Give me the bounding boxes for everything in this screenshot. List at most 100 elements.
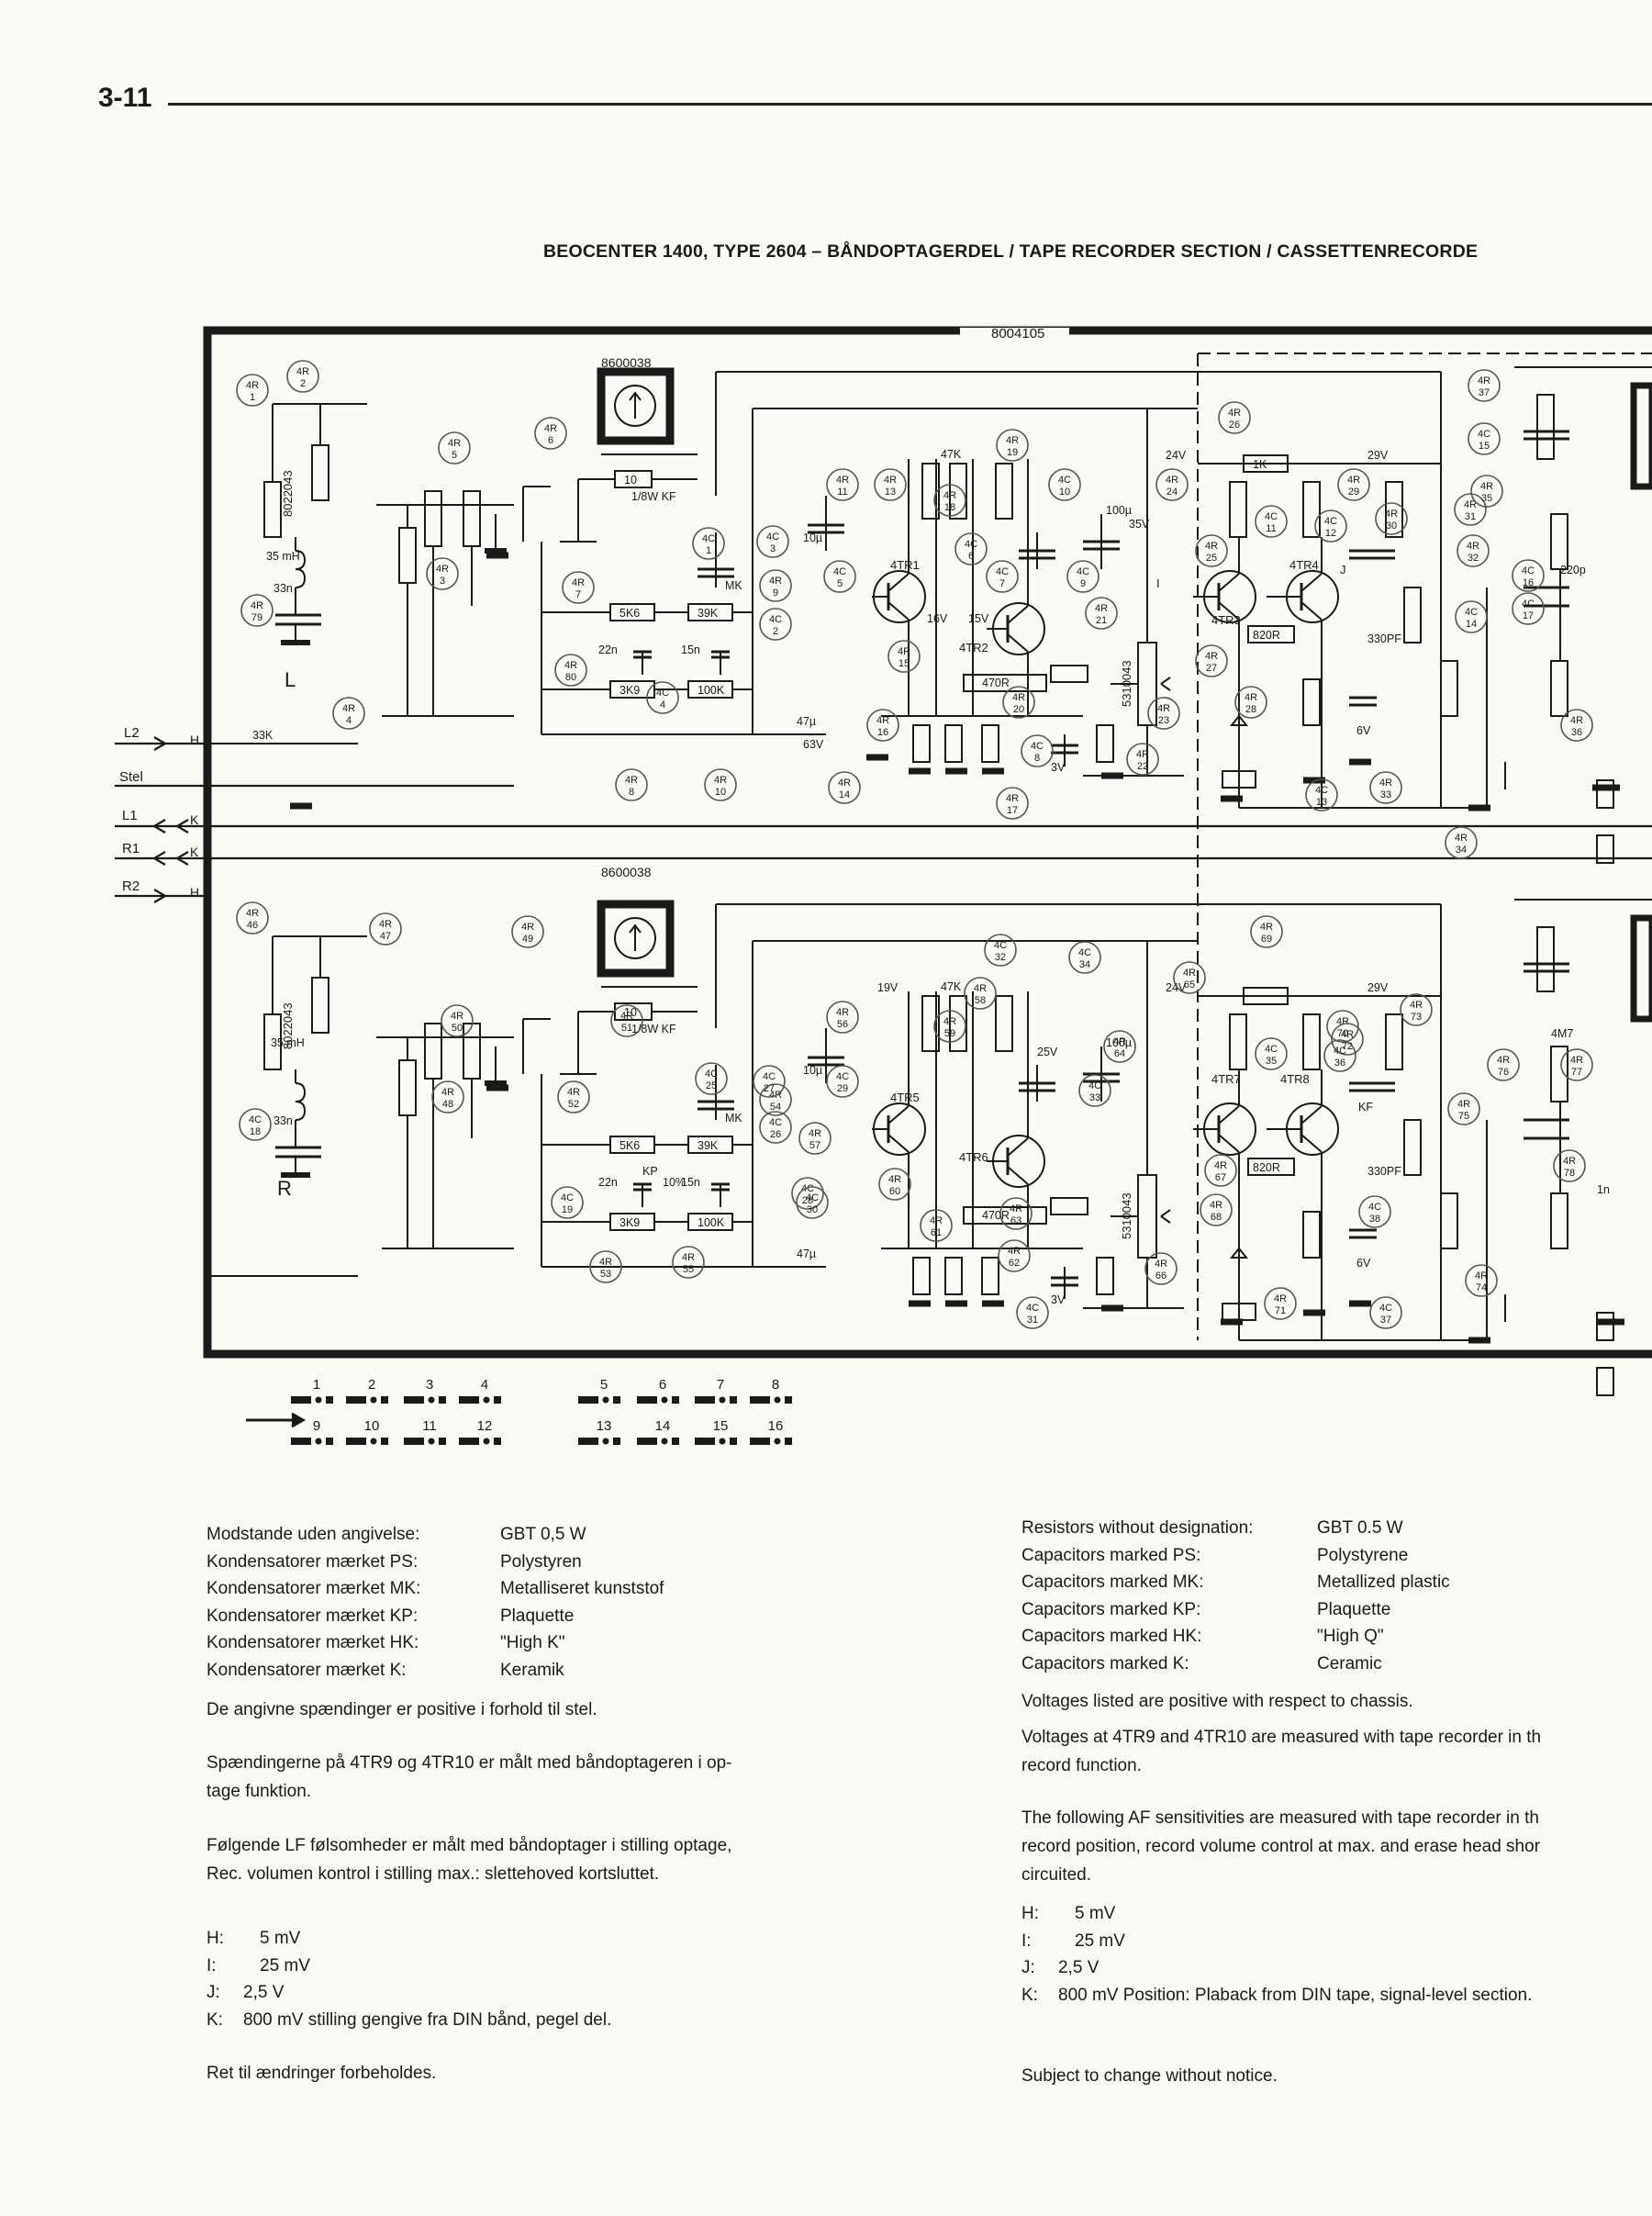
sensitivities-english: H:5 mV I:25 mV J:2,5 V K:800 mV Position… (1021, 1904, 1533, 2005)
svg-text:2: 2 (773, 626, 778, 637)
svg-text:4R: 4R (1478, 375, 1490, 386)
svg-text:53: 53 (600, 1269, 611, 1280)
voltage-label: 35V (1129, 518, 1150, 531)
connector-pin-8: 8 (750, 1377, 792, 1404)
svg-text:4R: 4R (682, 1252, 695, 1263)
svg-text:4C: 4C (833, 566, 846, 577)
svg-text:62: 62 (1009, 1258, 1020, 1269)
svg-text:4R: 4R (1563, 1156, 1576, 1167)
svg-text:15: 15 (899, 658, 910, 669)
svg-text:4C: 4C (561, 1192, 574, 1203)
svg-text:70: 70 (1337, 1028, 1348, 1039)
resistor-value: 3K9 (620, 1216, 640, 1229)
svg-text:4R: 4R (1475, 1270, 1488, 1281)
svg-text:7: 7 (575, 589, 581, 600)
svg-text:4R: 4R (1008, 1246, 1021, 1257)
input-label-l1: L1 (122, 808, 138, 823)
part-ref-4r5: 4R5 (438, 431, 471, 464)
part-ref-4c6: 4C6 (954, 532, 988, 565)
svg-text:4R: 4R (451, 1011, 463, 1022)
head-number-left: 8600038 (601, 355, 652, 370)
svg-text:32: 32 (995, 952, 1006, 963)
transistor-label: 4TR4 (1289, 558, 1319, 572)
voltage-label: 29V (1367, 981, 1389, 994)
svg-text:11: 11 (422, 1418, 437, 1434)
component-note: 35 mH (266, 550, 300, 563)
svg-text:4R: 4R (1385, 509, 1398, 520)
svg-text:15: 15 (713, 1418, 729, 1434)
svg-text:4C: 4C (996, 566, 1009, 577)
svg-text:4R: 4R (836, 475, 849, 486)
af-note-english: The following AF sensitivities are measu… (1021, 1808, 1541, 1885)
part-ref-4c1: 4C1 (692, 527, 725, 560)
svg-text:8: 8 (772, 1377, 779, 1393)
resistor-value: 10 (624, 1006, 637, 1019)
capacitor-value: 47µ (797, 1248, 816, 1260)
note-row: Kondensatorer mærket MK:Metalliseret kun… (206, 1579, 664, 1598)
ic-label: 5310043 (1120, 660, 1133, 707)
svg-text:4R: 4R (838, 778, 851, 789)
component-note: 10% (663, 1176, 686, 1189)
svg-text:6: 6 (968, 551, 974, 562)
svg-text:4C: 4C (1334, 1046, 1346, 1057)
svg-text:4C: 4C (1088, 1080, 1101, 1091)
svg-text:76: 76 (1498, 1067, 1509, 1078)
footer-english: Subject to change without notice. (1021, 2066, 1278, 2086)
svg-text:11: 11 (1266, 523, 1276, 534)
svg-text:5: 5 (600, 1377, 608, 1393)
connector-pin-10: 10 (346, 1418, 388, 1445)
svg-text:4R: 4R (296, 366, 309, 377)
part-ref-4c7: 4C7 (986, 560, 1019, 593)
svg-text:29: 29 (837, 1083, 848, 1094)
input-label-r1: R1 (122, 841, 140, 856)
voltage-label: 25V (1037, 1046, 1058, 1058)
svg-text:4R: 4R (379, 919, 392, 930)
resistor-value: 33K (252, 729, 273, 742)
sensitivities-danish: H:5 mV I:25 mV J:2,5 V K:800 mV stilling… (206, 1929, 612, 2030)
capacitor-value: 100µ (1106, 504, 1132, 517)
transistor-label: 4TR1 (890, 558, 920, 572)
svg-text:4C: 4C (1465, 607, 1478, 618)
voltage-note-danish: De angivne spændinger er positive i forh… (206, 1700, 597, 1719)
channel-label-right: R (277, 1177, 292, 1200)
part-ref-4c9: 4C9 (1066, 560, 1099, 593)
resistor-value: 330PF (1367, 632, 1401, 645)
page-title: BEOCENTER 1400, TYPE 2604 – BÅNDOPTAGERD… (543, 241, 1479, 262)
svg-text:4R: 4R (1480, 481, 1493, 492)
svg-text:4R: 4R (1205, 651, 1218, 662)
svg-text:4R: 4R (943, 490, 956, 501)
svg-text:46: 46 (247, 920, 258, 931)
svg-text:4C: 4C (836, 1071, 849, 1082)
svg-text:14: 14 (655, 1418, 671, 1434)
svg-text:5: 5 (452, 450, 457, 461)
transistor-label: 4TR3 (1211, 613, 1241, 627)
svg-text:35: 35 (1481, 493, 1492, 504)
svg-text:60: 60 (889, 1186, 900, 1197)
svg-text:19: 19 (1007, 447, 1018, 458)
part-reference-group: 4R14R24R34R44R54R64R74R84R94R104R114R134… (236, 360, 1593, 1329)
svg-text:66: 66 (1155, 1270, 1166, 1281)
svg-text:25: 25 (1206, 553, 1217, 564)
voltage-label: 19V (877, 981, 899, 994)
